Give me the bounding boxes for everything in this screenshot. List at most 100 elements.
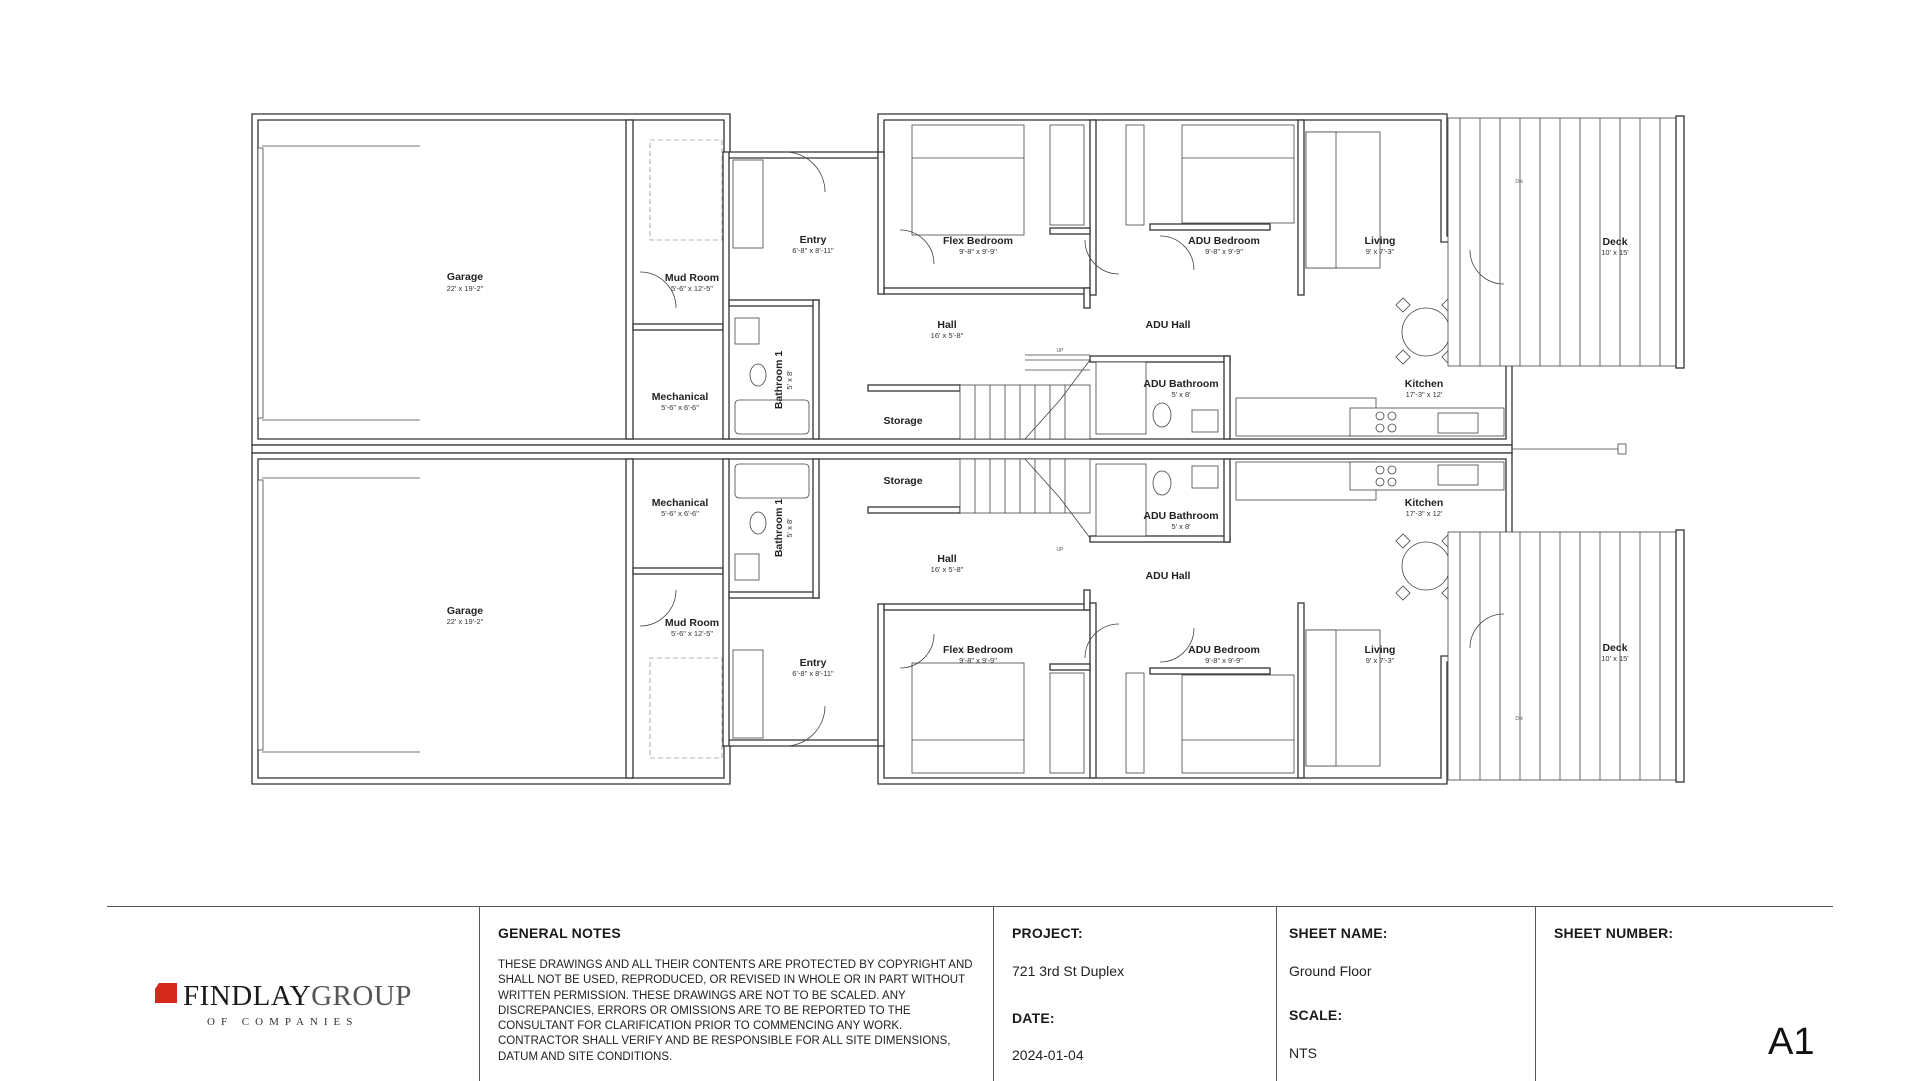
kitchen-sink [1437, 412, 1479, 434]
company-logo: FINDLAYGROUP OF COMPANIES [107, 907, 477, 1081]
scale-heading: SCALE: [1289, 1007, 1343, 1023]
logo-mark-icon [155, 983, 177, 1003]
lower-unit-plan [251, 452, 1685, 785]
room-label: Garage [447, 271, 483, 283]
stair-dn-label: DN [1515, 179, 1523, 185]
room-dim: 9'-8" x 9'-9" [1205, 656, 1243, 665]
door-swing [1469, 249, 1505, 285]
room-label: Deck [1602, 236, 1627, 248]
room-label: Storage [883, 415, 922, 427]
room-dim: 5' x 8' [785, 370, 794, 390]
room-dim: 6'-8" x 8'-11" [792, 246, 834, 255]
project-heading: PROJECT: [1012, 925, 1083, 941]
room-label: Kitchen [1405, 497, 1444, 509]
storage-wall [867, 384, 961, 392]
room-dim: 6'-8" x 8'-11" [792, 669, 834, 678]
vanity [734, 317, 760, 345]
door-swing [1159, 235, 1195, 271]
toilet [749, 363, 767, 387]
bed [911, 124, 1025, 236]
room-dim: 16' x 5'-8" [931, 565, 964, 574]
company-tagline: OF COMPANIES [207, 1016, 359, 1028]
bathroom-wall [728, 299, 820, 307]
room-dim: 16' x 5'-8" [931, 331, 964, 340]
interior-wall [632, 323, 724, 331]
bathtub [734, 399, 810, 435]
closet [732, 159, 764, 249]
room-dim: 10' x 15' [1601, 654, 1629, 663]
door-swing [899, 229, 935, 265]
door-swing [1084, 239, 1120, 275]
room-label: Hall [937, 553, 956, 565]
property-marker [1617, 443, 1627, 455]
kitchen-counter [1349, 407, 1505, 437]
dining-table [1401, 307, 1451, 357]
room-label: Mechanical [652, 497, 709, 509]
interior-wall [883, 287, 1091, 295]
sheet-number-cell: SHEET NUMBER: A1 [1535, 907, 1834, 1081]
sheet-number-heading: SHEET NUMBER: [1554, 925, 1674, 941]
room-label: Entry [800, 657, 827, 669]
room-label: ADU Bedroom [1188, 644, 1260, 656]
sheet-name-cell: SHEET NAME: Ground Floor SCALE: NTS [1276, 907, 1536, 1081]
garage-door [257, 147, 264, 419]
room-dim: 22' x 19'-2" [447, 284, 484, 293]
room-dim: 10' x 15' [1601, 248, 1629, 257]
room-dim: 9'-8" x 9'-9" [1205, 247, 1243, 256]
room-dim: 17'-3" x 12' [1406, 390, 1443, 399]
general-notes-cell: GENERAL NOTES THESE DRAWINGS AND ALL THE… [479, 907, 975, 1081]
adu-bathroom-wall [1223, 355, 1231, 440]
bedroom-wall [1297, 119, 1305, 296]
room-label: Storage [883, 475, 922, 487]
room-label: Mud Room [665, 272, 719, 284]
sheet-name-value: Ground Floor [1289, 963, 1372, 979]
room-label: Bathroom 1 [773, 499, 785, 558]
sink [1191, 409, 1219, 433]
lower-unit-labels: Garage 22' x 19'-2" Mud Room 5'-6" x 12'… [447, 475, 1630, 722]
room-label: Bathroom 1 [773, 351, 785, 410]
party-wall [251, 444, 1513, 454]
deck-rail [1675, 115, 1685, 369]
company-name: FINDLAYGROUP [183, 980, 412, 1013]
garage-wall [625, 119, 634, 440]
door-swing [784, 151, 826, 193]
room-dim: 9'-8" x 9'-9" [959, 247, 997, 256]
room-dim: 22' x 19'-2" [447, 617, 484, 626]
room-label: Hall [937, 319, 956, 331]
room-label: Flex Bedroom [943, 235, 1013, 247]
room-label: ADU Bathroom [1143, 378, 1218, 390]
room-dim: 5'-6" x 12'-5" [671, 284, 713, 293]
room-label: Entry [800, 234, 827, 246]
closet [1049, 124, 1085, 226]
interior-wall [722, 151, 730, 440]
room-dim: 5'-6" x 12'-5" [671, 629, 713, 638]
room-label: ADU Bedroom [1188, 235, 1260, 247]
bed [1181, 124, 1295, 224]
stair [959, 354, 1091, 440]
company-name-bold: FINDLAY [183, 980, 312, 1012]
bench-outline [649, 139, 723, 241]
room-label: Deck [1602, 642, 1627, 654]
deck [1447, 117, 1677, 367]
room-label: ADU Hall [1146, 319, 1191, 331]
shower [1095, 361, 1147, 435]
room-dim: 5'-6" x 6'-6" [661, 403, 699, 412]
company-name-light: GROUP [311, 980, 412, 1012]
notes-body: THESE DRAWINGS AND ALL THEIR CONTENTS AR… [498, 959, 973, 1063]
bedroom-wall [1089, 119, 1097, 296]
title-block: FINDLAYGROUP OF COMPANIES GENERAL NOTES … [107, 906, 1833, 1081]
door-swing [639, 271, 677, 309]
room-dim: 9' x 7'-3" [1366, 656, 1395, 665]
room-label: Garage [447, 605, 483, 617]
adu-bathroom-wall [1089, 355, 1231, 363]
room-label: ADU Bathroom [1143, 510, 1218, 522]
room-label: Mud Room [665, 617, 719, 629]
toilet [1152, 402, 1172, 428]
date-value: 2024-01-04 [1012, 1047, 1084, 1063]
room-label: Mechanical [652, 391, 709, 403]
closet [1125, 124, 1145, 226]
room-dim: 17'-3" x 12' [1406, 509, 1443, 518]
room-label: Flex Bedroom [943, 644, 1013, 656]
stair-up-label: UP [1057, 348, 1065, 354]
